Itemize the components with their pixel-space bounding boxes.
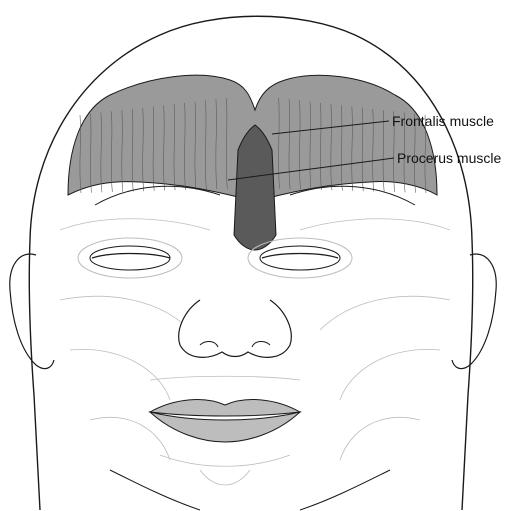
muscle-contour (200, 470, 250, 485)
muscle-contour (340, 349, 440, 400)
procerus-muscle (234, 125, 276, 250)
neck-left (110, 470, 200, 510)
muscle-contour (320, 296, 450, 330)
right-eye (248, 238, 352, 278)
frontalis-label: Frontalis muscle (392, 113, 494, 129)
right-ear (452, 254, 496, 369)
procerus-label: Procerus muscle (397, 150, 501, 166)
nose (179, 300, 292, 357)
muscle-contour (150, 376, 300, 380)
upper-lip (150, 400, 300, 416)
muscle-contour (60, 219, 210, 230)
muscle-contour (60, 296, 190, 330)
muscle-contour (300, 219, 450, 230)
muscle-contour (160, 455, 290, 466)
muscle-contour (90, 417, 170, 460)
left-eye (78, 238, 182, 278)
neck-right (300, 470, 390, 510)
muscle-contour (340, 417, 420, 460)
muscle-contour (70, 349, 170, 400)
